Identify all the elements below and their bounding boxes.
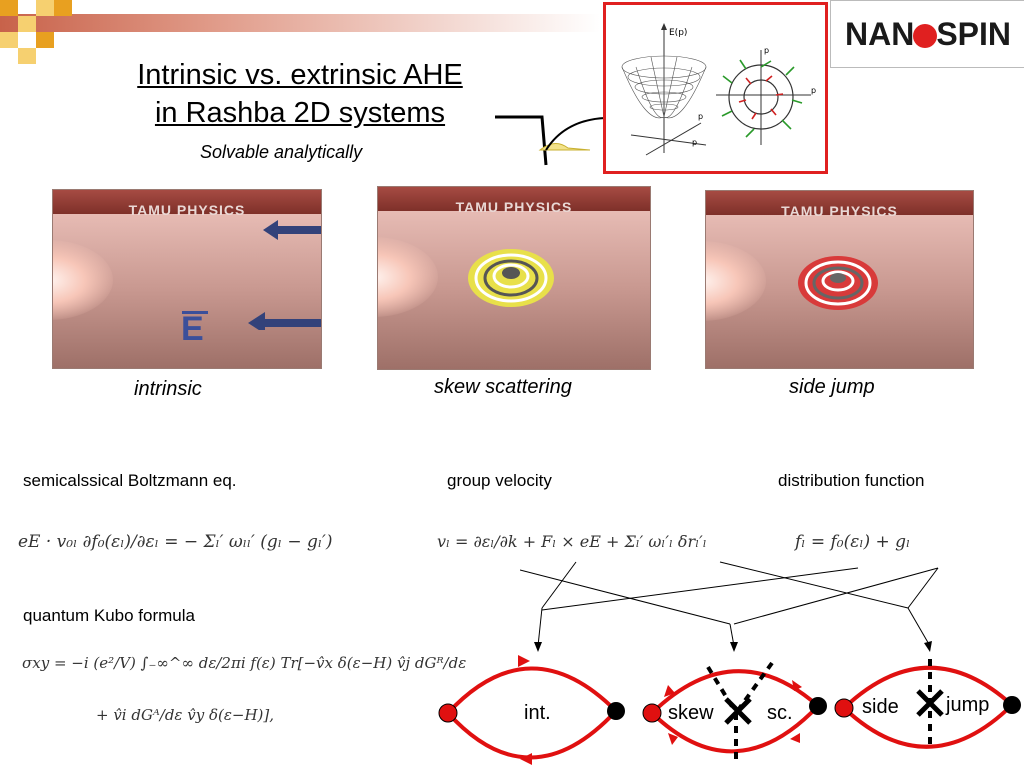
svg-text:p: p xyxy=(764,46,769,55)
label-int: int. xyxy=(524,702,551,724)
diagram-side-jump: side jump xyxy=(834,659,1021,749)
deco-square xyxy=(36,0,54,16)
deco-square xyxy=(36,32,54,48)
deco-square xyxy=(18,48,36,64)
deco-square xyxy=(0,0,18,16)
slide-subtitle: Solvable analytically xyxy=(200,142,363,162)
arrow-icon xyxy=(520,753,532,765)
logo-dot-icon xyxy=(913,24,938,48)
panel-skew-scattering: TAMU PHYSICS xyxy=(377,186,651,370)
vertex-left-icon xyxy=(438,703,458,723)
caption-side-jump: side jump xyxy=(789,376,875,398)
vertex-left-icon xyxy=(834,698,854,718)
label-group-velocity: group velocity xyxy=(447,471,552,490)
arrow-icon xyxy=(664,685,675,697)
panel-intrinsic: TAMU PHYSICS E xyxy=(52,189,322,369)
equation-boltzmann: eE · v₀ₗ ∂f₀(εₗ)/∂εₗ = − Σₗ′ ωₗₗ′ (gₗ − … xyxy=(18,532,333,552)
label-kubo: quantum Kubo formula xyxy=(23,606,195,625)
panel-banner: TAMU PHYSICS xyxy=(455,199,573,215)
vertex-right-icon xyxy=(607,702,625,720)
label-jump: jump xyxy=(945,694,989,716)
equation-distribution: fₗ = f₀(εₗ) + gₗ xyxy=(795,532,911,552)
label-boltzmann: semicalssical Boltzmann eq. xyxy=(23,471,237,490)
conductivity-diagrams: int. skew sc. side jump xyxy=(438,655,1021,765)
deco-square xyxy=(18,16,36,32)
vertex-right-icon xyxy=(1003,696,1021,714)
vertex-right-icon xyxy=(809,697,827,715)
arrow-icon xyxy=(518,655,530,667)
vertex-left-icon xyxy=(642,703,662,723)
title-line-2: in Rashba 2D systems xyxy=(154,97,446,129)
rashba-band-figure: E(p) p p p p xyxy=(603,2,828,174)
label-skew: skew xyxy=(668,702,714,724)
title-line-1: Intrinsic vs. extrinsic AHE xyxy=(137,59,463,91)
term-connector-lines xyxy=(520,561,939,652)
impurity-cross-icon xyxy=(916,689,944,717)
arrow-icon xyxy=(790,733,800,743)
equation-kubo-line-2: + v̂i dGᴬ/dε v̂y δ(ε−H)], xyxy=(96,706,275,724)
rashba-figure-drawing: E(p) p p p p xyxy=(621,23,816,156)
deco-square xyxy=(0,32,18,48)
panel-banner: TAMU PHYSICS xyxy=(781,203,898,219)
arrow-icon xyxy=(668,733,678,745)
panel-side-jump: TAMU PHYSICS xyxy=(705,190,974,369)
arrow-icon xyxy=(792,680,802,691)
impurity-cross-icon xyxy=(724,697,752,725)
equation-velocity: vₗ = ∂εₗ/∂k + Fₗ × eE + Σₗ′ ωₗ′ₗ δrₗ′ₗ xyxy=(437,532,707,551)
svg-text:p: p xyxy=(811,86,816,95)
scatterer-rings xyxy=(798,256,878,310)
svg-text:p: p xyxy=(698,112,703,121)
label-distribution: distribution function xyxy=(778,471,925,490)
field-arrow-icon xyxy=(248,220,321,330)
label-side: side xyxy=(862,696,899,718)
svg-text:p: p xyxy=(692,138,697,147)
panel-banner: TAMU PHYSICS xyxy=(128,202,246,218)
header-gradient-bar xyxy=(0,14,600,32)
title-connector xyxy=(495,115,606,166)
caption-skew-scattering: skew scattering xyxy=(434,376,572,398)
diagram-intrinsic: int. xyxy=(438,655,625,765)
diagram-skew-scattering: skew sc. xyxy=(642,661,827,763)
label-sc: sc. xyxy=(767,702,793,724)
slide-title: Intrinsic vs. extrinsic AHE in Rashba 2D… xyxy=(60,56,540,132)
scatterer-rings xyxy=(468,249,554,307)
electric-field-label: E xyxy=(181,310,204,348)
caption-intrinsic: intrinsic xyxy=(134,378,202,400)
equation-kubo-line-1: σxy = −i (e²/V) ∫₋∞^∞ dε/2πi f(ε) Tr[−v̂… xyxy=(22,654,467,672)
vector-arrow-icon xyxy=(182,311,208,314)
deco-square xyxy=(54,0,72,16)
energy-axis-label: E(p) xyxy=(669,28,687,38)
